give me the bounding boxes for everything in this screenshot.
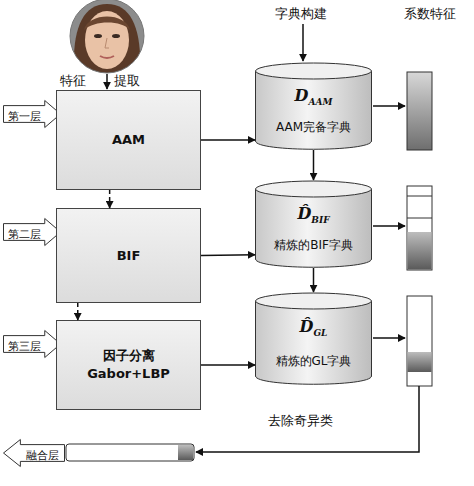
symbol-subscript: AAM <box>308 97 332 107</box>
dictionary-symbol: D <box>295 86 309 105</box>
fusion-bar <box>66 444 194 461</box>
node-content: 第一层 <box>3 100 46 128</box>
flow-arrow <box>109 190 111 208</box>
node-content: 因子分离 Gabor+LBP <box>56 320 201 410</box>
layer-label: 第二层 <box>8 228 41 241</box>
text-line: 第三层 <box>8 335 41 354</box>
extract-arrow <box>106 74 108 89</box>
coefficient-bar <box>407 296 432 386</box>
node-content: D̂BIF 精炼的BIF字典 <box>255 194 372 264</box>
text-line: DAAM <box>295 86 333 107</box>
dictionary-name: AAM完备字典 <box>276 120 351 134</box>
coefficient-bar <box>407 186 432 270</box>
coefficient-arrow <box>373 225 405 227</box>
flow-arrow <box>201 139 255 141</box>
text-line: 精炼的BIF字典 <box>274 234 353 254</box>
node-content: D̂GL 精炼的GL字典 <box>255 306 372 381</box>
text-line: AAM <box>87 131 171 149</box>
dictionary-symbol: D̂ <box>300 317 314 336</box>
annotation-label: 提取 <box>114 72 140 90</box>
layer-label: 融合层 <box>26 449 59 462</box>
process-label: AAM <box>87 131 171 149</box>
flow-arrow <box>201 364 255 366</box>
node-content: AAM <box>56 90 201 190</box>
build-arrow <box>302 24 304 61</box>
layer-label: 第三层 <box>8 340 41 353</box>
layer-label: 第一层 <box>8 110 41 123</box>
process-box: BIF <box>56 208 201 303</box>
text-line: 精炼的GL字典 <box>276 350 352 370</box>
process-box: AAM <box>56 90 201 190</box>
dictionary-cylinder: D̂GL 精炼的GL字典 <box>255 292 372 385</box>
annotation-label: 字典构建 <box>275 5 327 23</box>
text-line: D̂BIF <box>297 204 329 225</box>
annotation-label: 去除奇异类 <box>268 412 333 430</box>
symbol-subscript: BIF <box>311 215 329 225</box>
layer-arrow: 融合层 <box>3 439 65 467</box>
dictionary-name: 精炼的GL字典 <box>276 354 352 368</box>
coefficient-bar <box>407 72 432 150</box>
text-line: D̂GL <box>300 317 328 338</box>
process-label: 因子分离 Gabor+LBP <box>87 347 171 383</box>
process-box-outline <box>56 320 201 410</box>
dictionary-name: 精炼的BIF字典 <box>274 238 353 252</box>
coefficient-arrow <box>373 337 405 339</box>
dictionary-symbol: D̂ <box>297 204 311 223</box>
node-content: BIF <box>56 208 201 303</box>
text-line: BIF <box>87 247 171 265</box>
annotation-label: 系数特征 <box>404 5 456 23</box>
fusion-arrow <box>196 386 419 452</box>
text-line: 第一层 <box>8 105 41 124</box>
face-photo <box>68 0 148 78</box>
process-box: 因子分离 Gabor+LBP <box>56 320 201 410</box>
layer-arrow: 第三层 <box>3 330 61 358</box>
flow-arrow <box>201 254 255 256</box>
layer-arrow: 第二层 <box>3 218 61 246</box>
text-line: AAM完备字典 <box>276 116 351 136</box>
dictionary-cylinder-outline <box>255 292 372 385</box>
node-content: 第二层 <box>3 218 46 246</box>
dictionary-cylinder: DAAM AAM完备字典 <box>255 62 372 150</box>
node-content: 第三层 <box>3 330 46 358</box>
symbol-subscript: GL <box>313 328 327 338</box>
dictionary-cylinder: D̂BIF 精炼的BIF字典 <box>255 180 372 268</box>
layer-arrow: 第一层 <box>3 100 61 128</box>
coefficient-arrow <box>373 105 405 107</box>
annotation-label: 特征 <box>60 72 86 90</box>
node-content: 融合层 <box>19 439 65 467</box>
text-line: 第二层 <box>8 223 41 242</box>
node-content: DAAM AAM完备字典 <box>255 76 372 146</box>
process-label: BIF <box>87 247 171 265</box>
flow-arrow <box>313 150 315 180</box>
flow-arrow <box>77 303 79 320</box>
text-line: 因子分离 Gabor+LBP <box>87 347 171 383</box>
text-line: 融合层 <box>26 444 59 463</box>
flow-arrow <box>313 268 315 292</box>
